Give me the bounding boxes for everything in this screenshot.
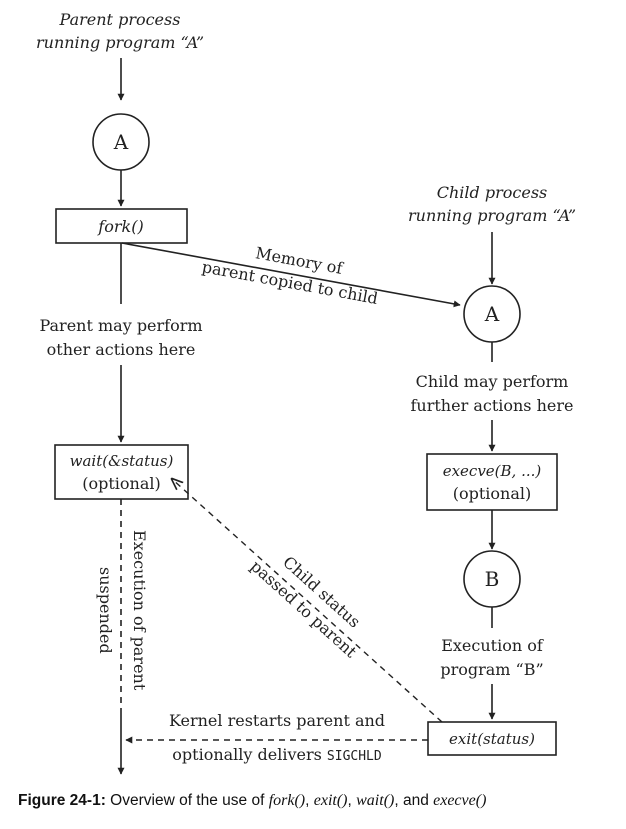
kernel-text: Kernel restarts parent and optionally de… (169, 711, 385, 764)
exec-b-line-2: program “B” (440, 660, 543, 679)
caption-wait: wait() (356, 792, 395, 809)
child-actions-text: Child may perform further actions here (411, 372, 574, 415)
exec-b-text: Execution of program “B” (440, 636, 544, 679)
fork-box (55, 208, 188, 244)
sigchld-label: SIGCHLD (327, 749, 382, 764)
caption-figure-number: Figure 24-1: (18, 792, 106, 809)
execve-label: execve(B, ...) (443, 462, 542, 480)
child-actions-line-1: Child may perform (416, 372, 569, 391)
caption-fork: fork() (268, 792, 306, 809)
wait-box (54, 444, 189, 500)
caption-sep-2: , (347, 792, 357, 809)
parent-actions-text: Parent may perform other actions here (39, 316, 202, 359)
suspended-line-1: Execution of parent (130, 530, 149, 691)
caption-exit: exit() (313, 792, 348, 809)
child-header-line-1: Child process (437, 183, 547, 202)
caption-text-pre: Overview of the use of (105, 792, 269, 809)
parent-process-header: Parent process running program “A” (36, 10, 204, 52)
exit-label: exit(status) (449, 730, 535, 748)
parent-actions-line-2: other actions here (47, 340, 196, 359)
memory-text: Memory of parent copied to child (201, 243, 380, 308)
parent-actions-line-1: Parent may perform (39, 316, 202, 335)
caption-sep-1: , (305, 792, 314, 809)
parent-header-line-2: running program “A” (36, 33, 204, 52)
parent-header-line-1: Parent process (59, 10, 181, 29)
suspended-line-2: suspended (96, 567, 115, 654)
memory-copy-arrow (121, 242, 461, 308)
kernel-line-1: Kernel restarts parent and (169, 711, 385, 730)
parent-a-label: A (113, 130, 129, 154)
wait-label: wait(&status) (70, 452, 174, 470)
child-status-arrow (172, 479, 443, 723)
fork-label: fork() (97, 217, 143, 236)
child-header-line-2: running program “A” (408, 206, 576, 225)
execve-box (426, 453, 558, 511)
wait-optional-label: (optional) (82, 474, 161, 493)
child-process-header: Child process running program “A” (408, 183, 576, 225)
child-a-label: A (484, 302, 500, 326)
exit-box (427, 721, 557, 756)
suspended-text: Execution of parent suspended (96, 530, 149, 691)
execve-optional-label: (optional) (453, 484, 532, 503)
caption-sep-3: , and (394, 792, 434, 809)
kernel-line-2: optionally delivers SIGCHLD (172, 745, 382, 764)
fork-exec-diagram: Parent process running program “A” A for… (36, 10, 576, 775)
child-status-text: Child status passed to parent (247, 552, 364, 661)
caption-execve: execve() (433, 792, 487, 809)
exec-b-line-1: Execution of (441, 636, 544, 655)
kernel-line-2-text: optionally delivers (172, 745, 327, 764)
child-actions-line-2: further actions here (411, 396, 574, 415)
figure-caption: Figure 24-1: Overview of the use of fork… (18, 792, 618, 810)
child-b-label: B (485, 567, 500, 591)
